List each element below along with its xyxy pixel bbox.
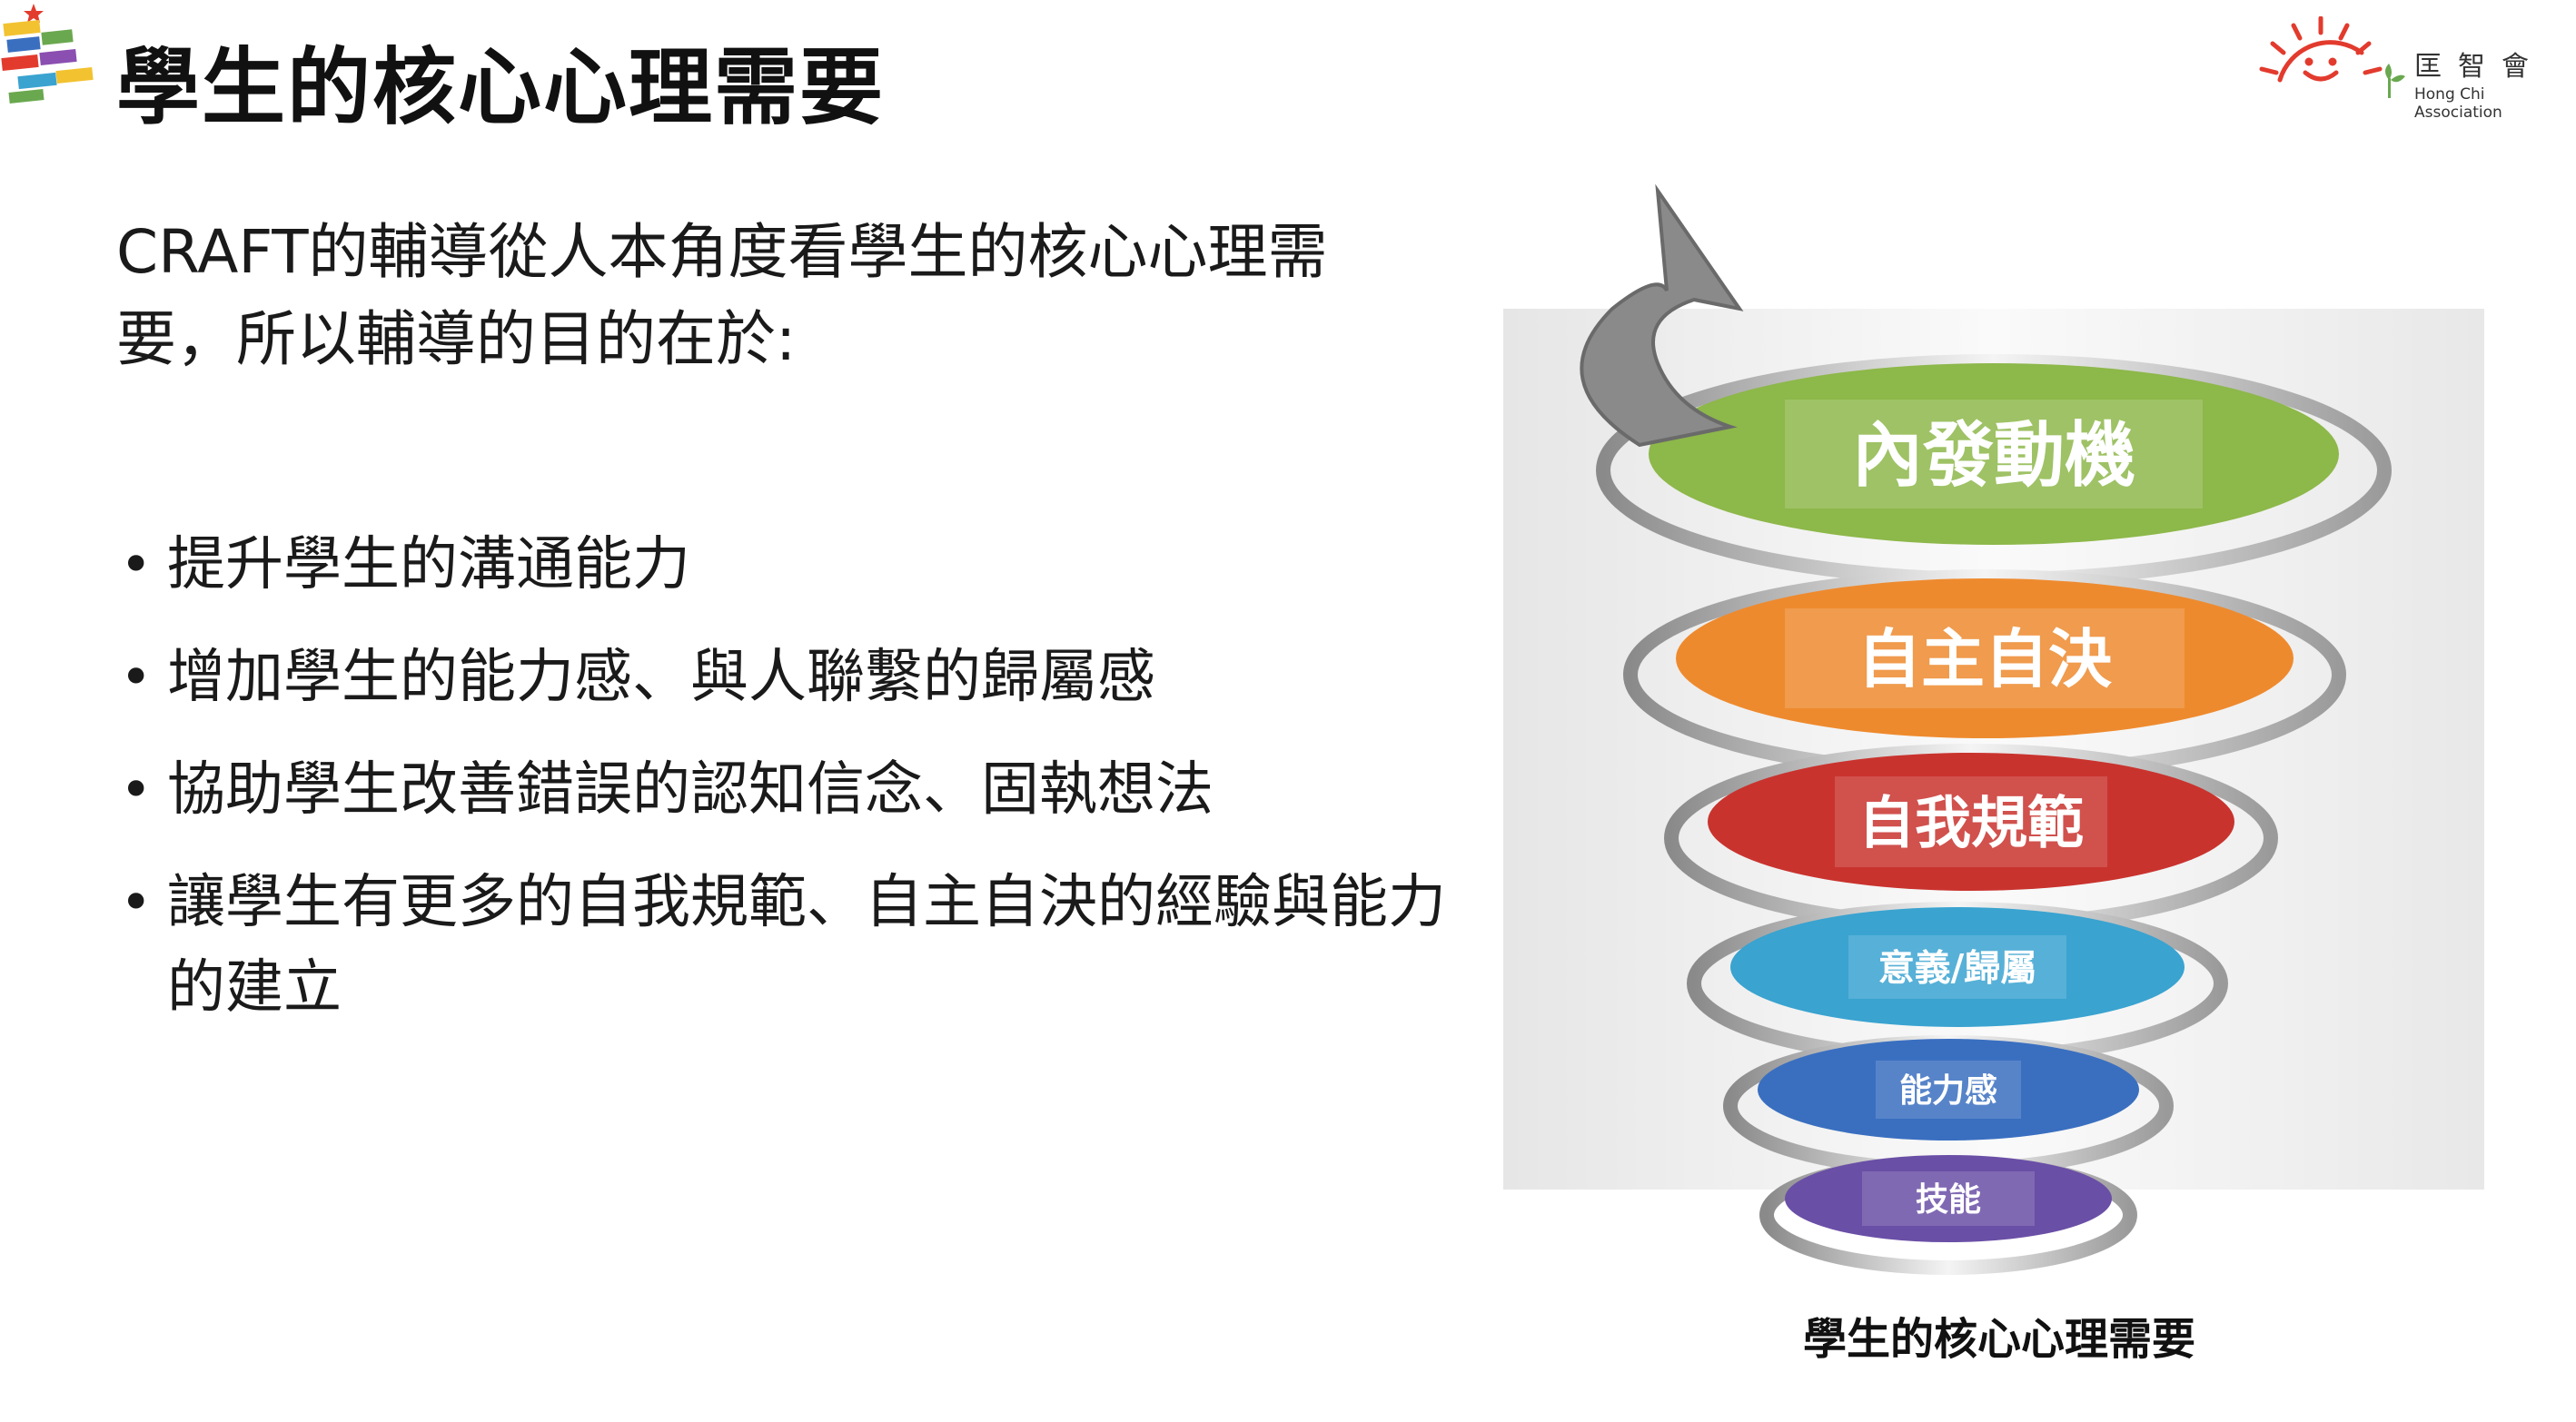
intro-text: CRAFT的輔導從人本角度看學生的核心心理需要，所以輔導的目的在於: (116, 217, 1328, 374)
org-name: 匡智會 (2414, 51, 2545, 83)
curved-arrow-icon (1580, 183, 1744, 448)
layer-disc (1649, 363, 2339, 545)
layer-label: 自我規範 (1858, 789, 2084, 855)
bullet-text: 增加學生的能力感、與人聯繫的歸屬感 (167, 644, 1155, 711)
layer-label: 意義/歸屬 (1878, 947, 2037, 989)
diagram-caption: 學生的核心心理需要 (1803, 1314, 2196, 1365)
layer-disc (1758, 1039, 2139, 1141)
layer-disc (1676, 578, 2294, 738)
layer-disc (1785, 1155, 2112, 1242)
craft-logo-icon (1, 4, 94, 104)
list-item: •增加學生的能力感、與人聯繫的歸屬感 (116, 635, 1479, 720)
layer-label-box (1876, 1061, 2021, 1119)
layer-disc (1730, 907, 2185, 1027)
layer-disc (1708, 753, 2234, 891)
layer-label-box (1785, 608, 2185, 708)
list-item: •讓學生有更多的自我規範、自主自決的經驗與能力的建立 (116, 860, 1479, 1031)
layer-label-box (1835, 776, 2107, 867)
layer-label-box (1785, 400, 2203, 509)
bullet-text: 協助學生改善錯誤的認知信念、固執想法 (167, 756, 1214, 824)
layer-label-box (1848, 935, 2066, 999)
bullet-list: •提升學生的溝通能力 •增加學生的能力感、與人聯繫的歸屬感 •協助學生改善錯誤的… (116, 522, 1479, 1058)
org-english-name: Hong Chi Association (2414, 85, 2502, 122)
list-item: •協助學生改善錯誤的認知信念、固執想法 (116, 747, 1479, 833)
list-item: •提升學生的溝通能力 (116, 522, 1479, 607)
layer-label: 技能 (1916, 1181, 1981, 1219)
bullet-icon: • (120, 758, 153, 822)
hong-chi-logo-icon (2259, 16, 2405, 98)
bullet-text: 讓學生有更多的自我規範、自主自決的經驗與能力的建立 (167, 869, 1446, 1022)
layer-label: 內發動機 (1852, 415, 2135, 497)
page-title: 學生的核心心理需要 (116, 39, 886, 136)
layer-label-box (1862, 1171, 2035, 1226)
layer-label: 自主自決 (1858, 622, 2112, 696)
bullet-icon: • (120, 646, 153, 709)
bullet-text: 提升學生的溝通能力 (167, 531, 690, 598)
layer-label: 能力感 (1899, 1072, 1997, 1110)
bullet-icon: • (120, 533, 153, 597)
bullet-icon: • (120, 871, 153, 934)
